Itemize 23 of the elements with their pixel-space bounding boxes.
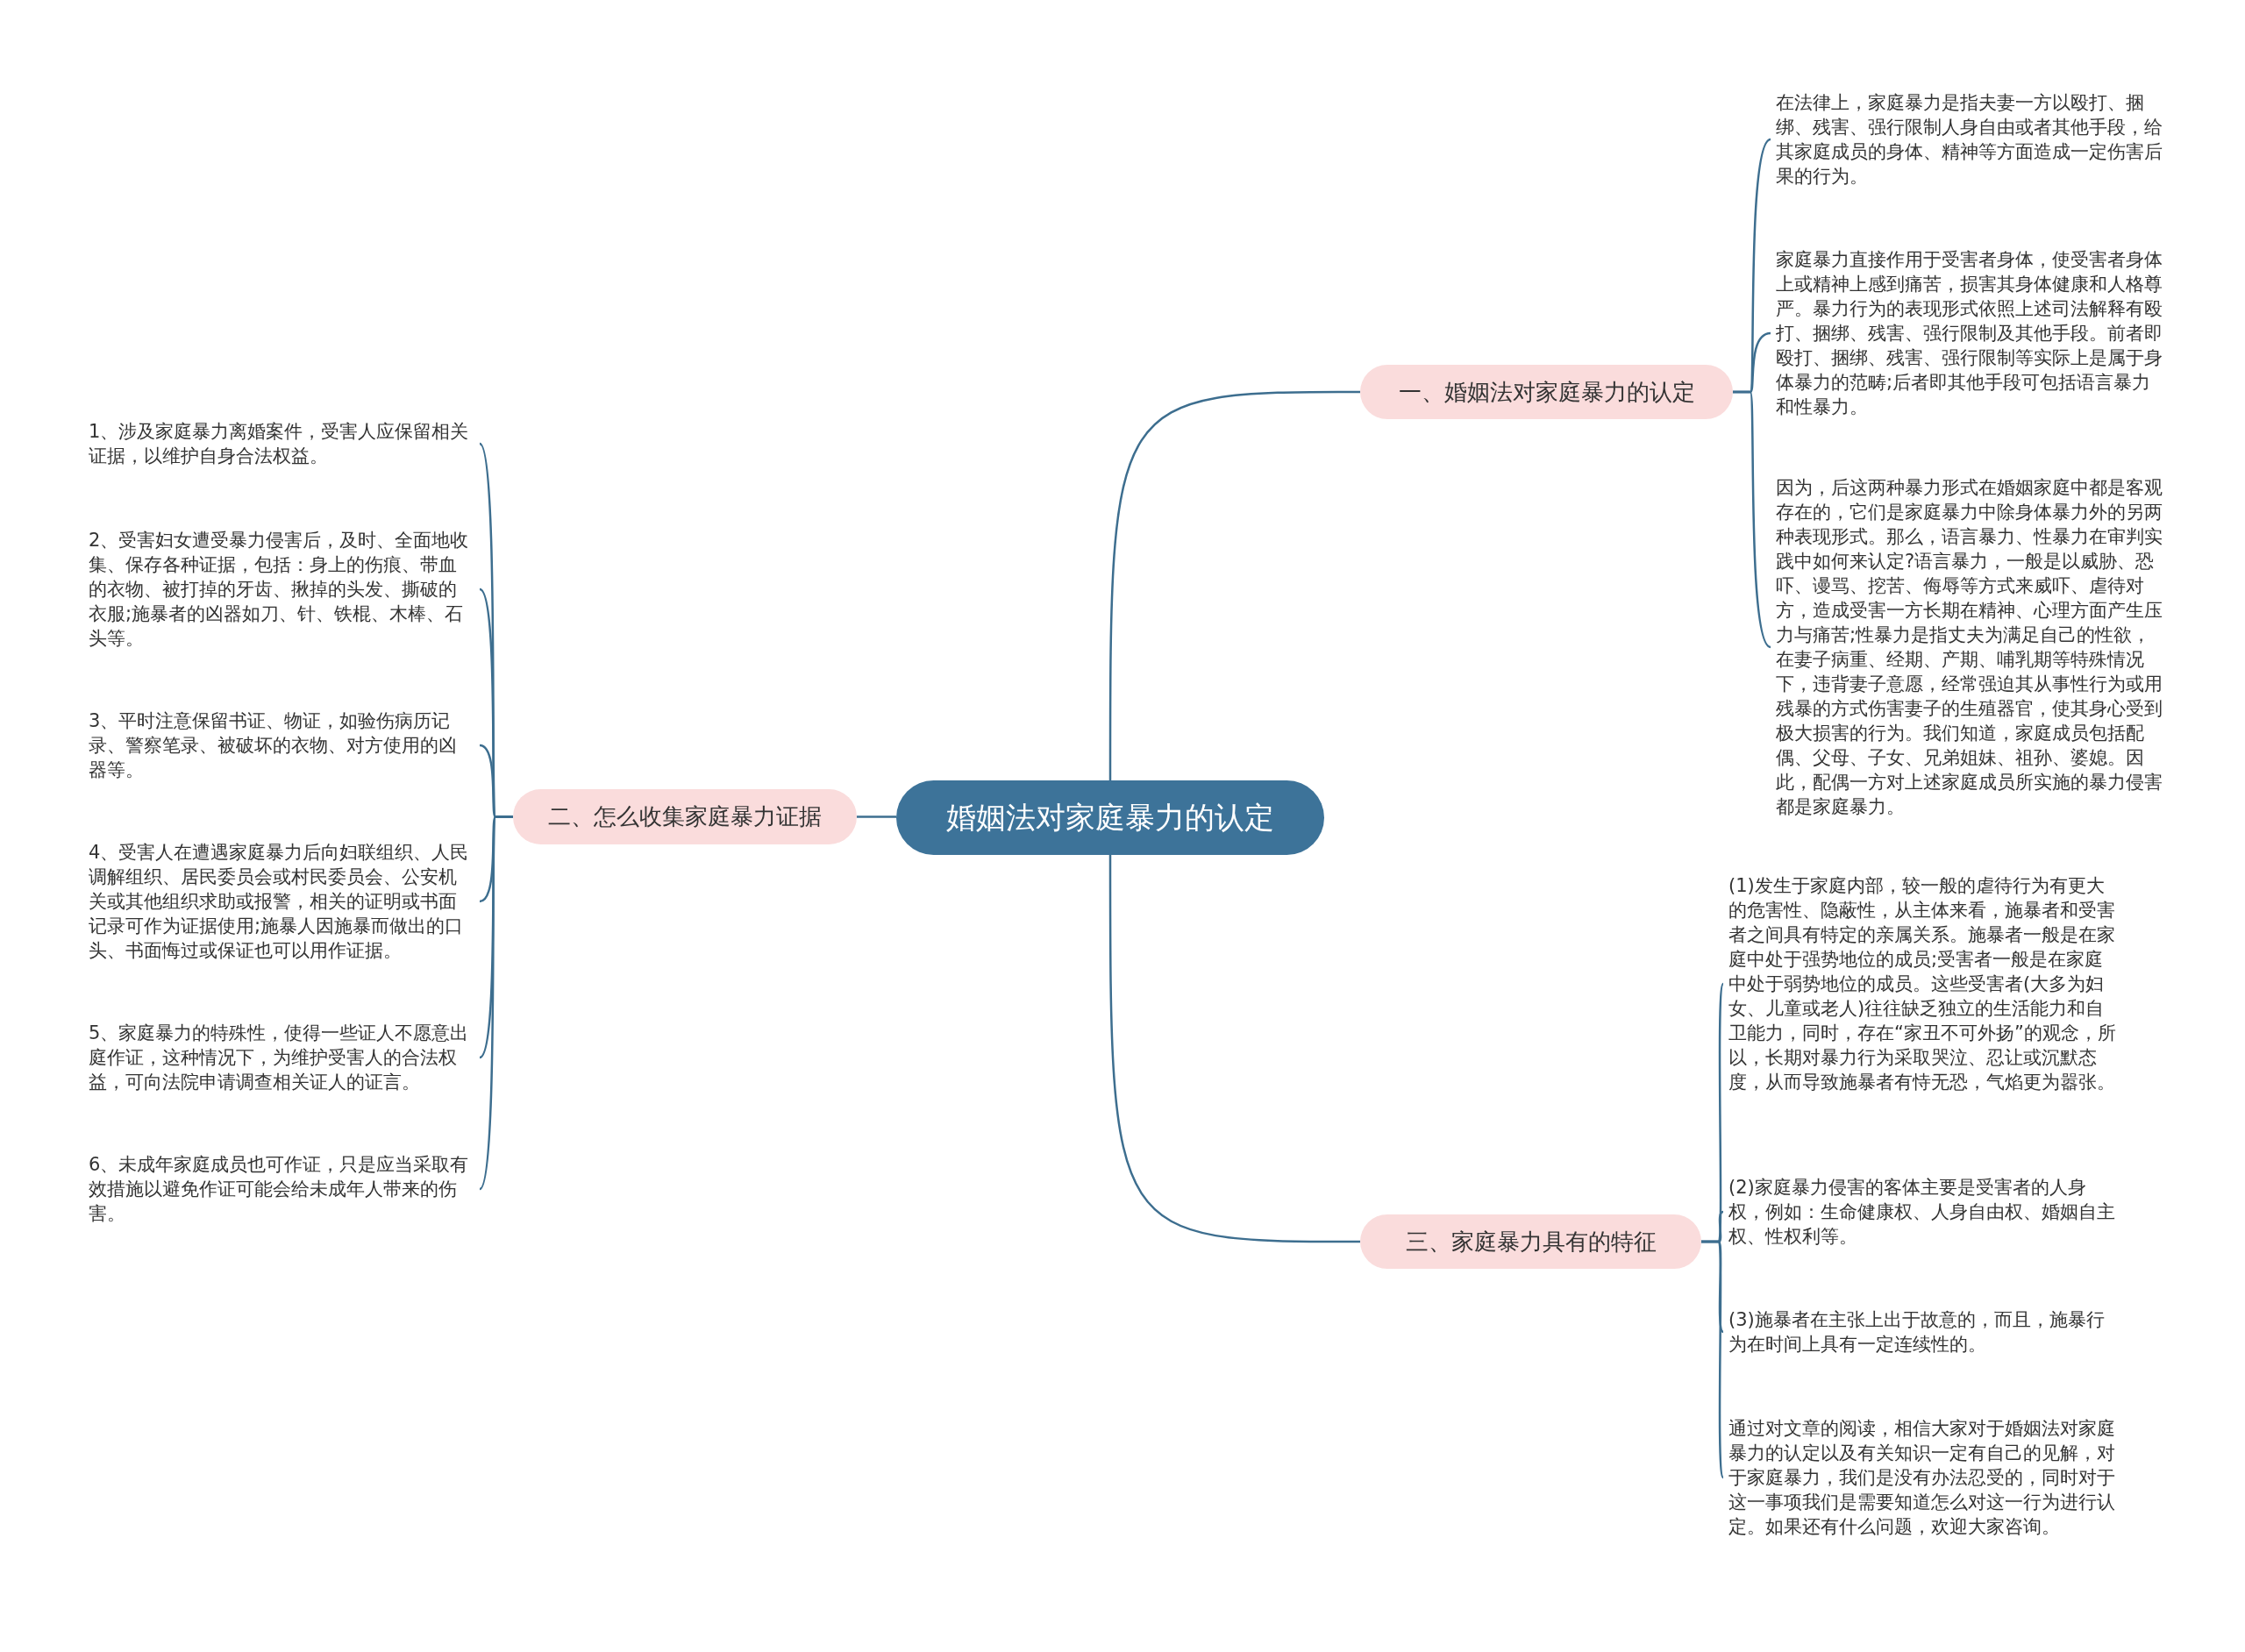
note-text: 因为，后这两种暴力形式在婚姻家庭中都是客观存在的，它们是家庭暴力中除身体暴力外的另两种表现形式。那么，语言暴力、性暴力在审判实践中如何来认定?语言暴力，一般是以威胁、恐吓、谩骂、挖苦、侮辱等方式来威吓、虐待对方，造成受害一方长期在精神、心理方面产生压力与痛苦;性暴力是指丈夫为满足自己的性欲，在妻子病重、经期、产期、哺乳期等特殊情况下，违背妻子意愿，经常强迫其从事性行为或用残暴的方式伤害妻子的生殖器官，使其身心受到极大损害的行为。我们知道，家庭成员包括配偶、父母、子女、兄弟姐妹、祖孙、婆媳。因此，配偶一方对上述家庭成员所实施的暴力侵害都是家庭暴力。 <box>1776 475 2166 819</box>
note-text: 通过对文章的阅读，相信大家对于婚姻法对家庭暴力的认定以及有关知识一定有自己的见解，对于家庭暴力，我们是没有办法忍受的，同时对于这一事项我们是需要知道怎么对这一行为进行认定。如果还有什么问题，欢迎大家咨询。 <box>1728 1416 2119 1539</box>
note-text: 6、未成年家庭成员也可作证，只是应当采取有效措施以避免作证可能会给未成年人带来的伤害。 <box>89 1152 474 1226</box>
note-text: 2、受害妇女遭受暴力侵害后，及时、全面地收集、保存各种证据，包括：身上的伤痕、带血的衣物、被打掉的牙齿、揪掉的头发、撕破的衣服;施暴者的凶器如刀、针、铁棍、木棒、石头等。 <box>89 528 474 651</box>
branch-topic: 二、怎么收集家庭暴力证据 <box>513 789 857 844</box>
note-text: 家庭暴力直接作用于受害者身体，使受害者身体上或精神上感到痛苦，损害其身体健康和人格尊严。暴力行为的表现形式依照上述司法解释有殴打、捆绑、残害、强行限制及其他手段。前者即殴打、捆绑、残害、强行限制等实际上是属于身体暴力的范畴;后者即其他手段可包括语言暴力和性暴力。 <box>1776 247 2166 419</box>
connector-line <box>857 815 896 818</box>
note-text: (3)施暴者在主张上出于故意的，而且，施暴行为在时间上具有一定连续性的。 <box>1728 1307 2119 1356</box>
connector-line <box>1108 855 1360 1243</box>
note-text: 1、涉及家庭暴力离婚案件，受害人应保留相关证据，以维护自身合法权益。 <box>89 419 474 468</box>
note-text: 5、家庭暴力的特殊性，使得一些证人不愿意出庭作证，这种情况下，为维护受害人的合法权益，可向法院申请调查相关证人的证言。 <box>89 1021 474 1094</box>
connector-line <box>1701 1240 1725 1478</box>
branch-topic: 三、家庭暴力具有的特征 <box>1360 1214 1701 1269</box>
connector-line <box>1733 390 1771 648</box>
note-text: 在法律上，家庭暴力是指夫妻一方以殴打、捆绑、残害、强行限制人身自由或者其他手段，给其家庭成员的身体、精神等方面造成一定伤害后果的行为。 <box>1776 90 2166 189</box>
note-text: (1)发生于家庭内部，较一般的虐待行为有更大的危害性、隐蔽性，从主体来看，施暴者和受害者之间具有特定的亲属关系。施暴者一般是在家庭中处于强势地位的成员;受害者一般是在家庭中处于弱势地位的成员。这些受害者(大多为妇女、儿童或老人)往往缺乏独立的生活能力和自卫能力，同时，存在“家丑不可外扬”的观念，所以，长期对暴力行为采取哭泣、忍让或沉默态度，从而导致施暴者有恃无恐，气焰更为嚣张。 <box>1728 873 2119 1094</box>
note-text: 3、平时注意保留书证、物证，如验伤病历记录、警察笔录、被破坏的衣物、对方使用的凶器等。 <box>89 709 474 782</box>
connector-line <box>1108 390 1360 780</box>
note-text: 4、受害人在遭遇家庭暴力后向妇联组织、人民调解组织、居民委员会或村民委员会、公安机关或其他组织求助或报警，相关的证明或书面记录可作为证据使用;施暴人因施暴而做出的口头、书面悔过或保证也可以用作证据。 <box>89 840 474 963</box>
branch-topic: 一、婚姻法对家庭暴力的认定 <box>1360 365 1733 419</box>
note-text: (2)家庭暴力侵害的客体主要是受害者的人身权，例如：生命健康权、人身自由权、婚姻自主权、性权利等。 <box>1728 1175 2119 1249</box>
central-topic: 婚姻法对家庭暴力的认定 <box>896 780 1324 855</box>
connector-line <box>478 815 513 1190</box>
